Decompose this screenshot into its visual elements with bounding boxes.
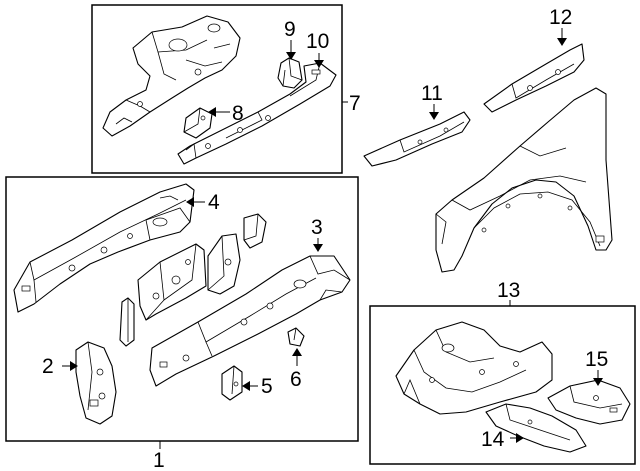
arrow-15: [593, 378, 603, 386]
part-bracket-12: [483, 43, 585, 113]
callout-6: 6: [290, 368, 302, 391]
callout-4: 4: [208, 191, 220, 214]
callout-13: 13: [497, 279, 520, 302]
arrow-3: [313, 244, 323, 252]
part-lower-rail-3: [149, 255, 351, 387]
callout-9: 9: [284, 18, 296, 41]
part-reinforcement: [137, 243, 207, 321]
callout-11: 11: [421, 82, 443, 105]
arrow-8: [208, 107, 216, 117]
group-box-7: [91, 4, 343, 174]
part-clip-side: [119, 297, 135, 347]
arrow-2: [70, 361, 78, 371]
callout-7: 7: [349, 92, 361, 115]
callout-2: 2: [42, 355, 54, 378]
callout-14: 14: [481, 428, 505, 451]
group-box-1: [5, 176, 359, 442]
arrow-14: [516, 433, 524, 443]
callout-10: 10: [306, 30, 329, 53]
part-fender: [435, 87, 613, 273]
callout-5: 5: [261, 375, 273, 398]
arrow-12: [557, 38, 567, 46]
callout-12: 12: [549, 6, 572, 29]
part-bracket-8: [183, 107, 213, 139]
part-bracket-5: [221, 365, 243, 401]
part-upper-rail-10: [177, 62, 337, 165]
part-seal-11: [363, 111, 471, 167]
group-box-13: [369, 305, 636, 465]
arrow-5: [242, 381, 250, 391]
part-extension-14: [485, 403, 587, 453]
callout-3: 3: [311, 216, 323, 239]
part-bracket-2: [75, 341, 117, 425]
arrow-6: [292, 348, 302, 356]
part-front-rail-4: [13, 183, 195, 313]
arrow-11: [429, 112, 439, 120]
arrow-9: [286, 52, 296, 60]
callout-1: 1: [153, 449, 165, 471]
callout-15: 15: [585, 348, 608, 371]
part-apron: [102, 15, 241, 137]
part-bracket-9: [277, 57, 303, 89]
part-extension-15: [547, 379, 631, 425]
part-plate-6: [287, 327, 305, 347]
part-clip-small: [243, 213, 267, 249]
arrow-10: [314, 60, 324, 68]
part-bracket-center: [207, 233, 241, 295]
part-wheelhouse-13: [395, 321, 553, 415]
callout-8: 8: [232, 102, 244, 125]
arrow-4: [186, 197, 194, 207]
